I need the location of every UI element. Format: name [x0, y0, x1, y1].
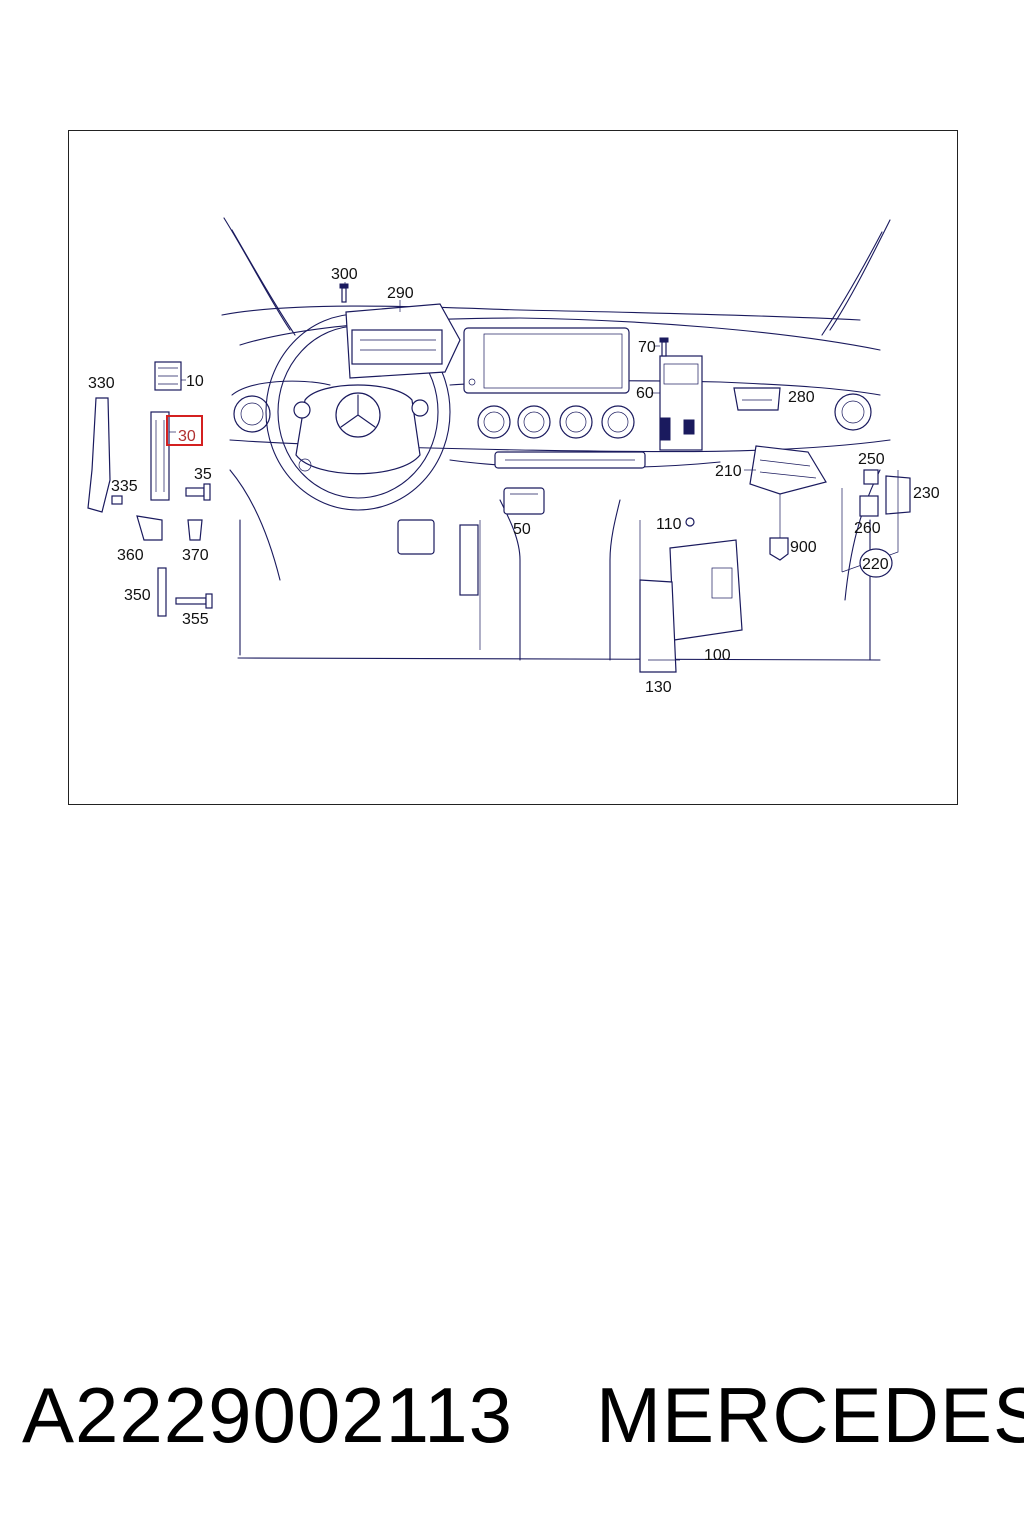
windshield-frame [221, 217, 891, 351]
callout-330: 330 [88, 375, 115, 392]
callout-250: 250 [858, 451, 885, 468]
callout-110: 110 [656, 516, 682, 533]
side-vents [233, 393, 872, 433]
part-210 [749, 445, 827, 495]
part-group-220 [841, 469, 911, 578]
pedals [397, 519, 479, 596]
callout-30: 30 [178, 428, 196, 445]
part-110 [685, 517, 695, 527]
part-10 [154, 361, 182, 391]
part-355 [175, 593, 213, 609]
center-vents [477, 405, 646, 469]
callout-130: 130 [645, 679, 672, 696]
part-360 [136, 515, 163, 541]
part-370 [187, 519, 203, 541]
callout-360: 360 [117, 547, 144, 564]
callout-10: 10 [186, 373, 204, 390]
part-330 [87, 397, 111, 513]
callout-350: 350 [124, 587, 151, 604]
center-display [463, 327, 630, 394]
steering-wheel [265, 313, 451, 511]
part-300 [339, 283, 349, 303]
callout-210: 210 [715, 463, 742, 480]
callout-50: 50 [513, 521, 531, 538]
part-70 [659, 337, 669, 357]
part-30 [150, 411, 170, 501]
callout-220: 220 [862, 556, 889, 573]
part-100 [669, 539, 743, 641]
callout-370: 370 [182, 547, 209, 564]
callout-900: 900 [790, 539, 817, 556]
callout-70: 70 [638, 339, 656, 356]
part-35 [185, 483, 211, 501]
callout-260: 260 [854, 520, 881, 537]
callout-280: 280 [788, 389, 815, 406]
footer: A2229002113 MERCEDES [0, 1370, 1024, 1470]
callout-60: 60 [636, 385, 654, 402]
part-350 [157, 567, 167, 617]
callout-290: 290 [387, 285, 414, 302]
leader-lines [169, 282, 756, 471]
part-335 [111, 495, 123, 505]
callout-100: 100 [704, 647, 731, 664]
callout-35: 35 [194, 466, 212, 483]
callout-labels: 300 290 70 60 280 10 330 30 35 335 360 3… [88, 266, 940, 696]
part-900 [769, 494, 789, 561]
part-number: A2229002113 [22, 1371, 514, 1459]
highlight-box [166, 415, 203, 446]
callout-335: 335 [111, 478, 138, 495]
part-280 [733, 387, 781, 411]
callout-230: 230 [913, 485, 940, 502]
part-290 [345, 303, 461, 379]
part-60 [659, 355, 703, 451]
part-130 [639, 579, 680, 673]
callout-300: 300 [331, 266, 358, 283]
callout-355: 355 [182, 611, 209, 628]
brand-name: MERCEDES [596, 1371, 1024, 1459]
part-50 [503, 487, 545, 515]
